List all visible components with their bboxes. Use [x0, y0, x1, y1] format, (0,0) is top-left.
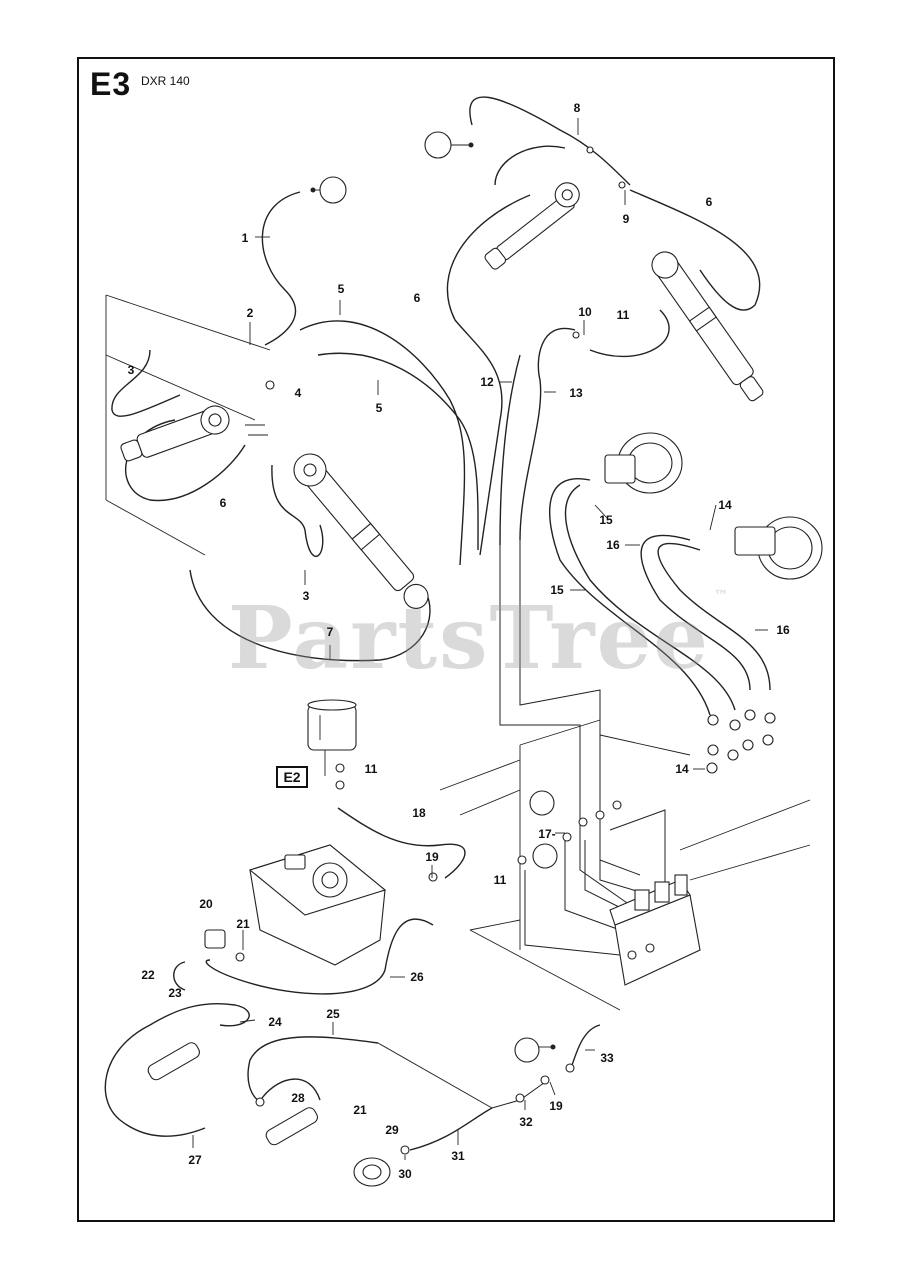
- callout-21[interactable]: 21: [353, 1103, 367, 1117]
- components: [120, 118, 823, 1187]
- callout-19[interactable]: 19: [549, 1099, 563, 1113]
- callout-17[interactable]: 17-: [538, 827, 556, 841]
- callout-27[interactable]: 27: [188, 1153, 202, 1167]
- reference-circles: [310, 131, 558, 1063]
- callout-8[interactable]: 8: [573, 101, 581, 115]
- callout-16[interactable]: 16: [606, 538, 620, 552]
- callout-11[interactable]: 11: [616, 308, 630, 322]
- callout-3[interactable]: 3: [302, 589, 310, 603]
- callout-31[interactable]: 31: [451, 1149, 465, 1163]
- callout-16[interactable]: 16: [776, 623, 790, 637]
- callout-20[interactable]: 20: [199, 897, 213, 911]
- callout-18[interactable]: 18: [412, 806, 426, 820]
- callout-6[interactable]: 6: [219, 496, 227, 510]
- callout-30[interactable]: 30: [398, 1167, 412, 1181]
- callout-33[interactable]: 33: [600, 1051, 614, 1065]
- callout-28[interactable]: 28: [291, 1091, 305, 1105]
- callout-23[interactable]: 23: [168, 986, 182, 1000]
- callout-15[interactable]: 15: [599, 513, 613, 527]
- callout-19[interactable]: 19: [425, 850, 439, 864]
- model-label: DXR 140: [141, 74, 190, 88]
- callout-7[interactable]: 7: [326, 625, 334, 639]
- callout-22[interactable]: 22: [141, 968, 155, 982]
- callout-4[interactable]: 4: [294, 386, 302, 400]
- drawing-frame: [77, 57, 835, 1222]
- callout-21[interactable]: 21: [236, 917, 250, 931]
- callout-11[interactable]: 11: [493, 873, 507, 887]
- callout-29[interactable]: 29: [385, 1123, 399, 1137]
- callout-2[interactable]: 2: [246, 306, 254, 320]
- callout-5[interactable]: 5: [337, 282, 345, 296]
- callout-24[interactable]: 24: [268, 1015, 282, 1029]
- callout-3[interactable]: 3: [127, 363, 135, 377]
- callout-6[interactable]: 6: [705, 195, 713, 209]
- callout-32[interactable]: 32: [519, 1115, 533, 1129]
- callout-12[interactable]: 12: [480, 375, 494, 389]
- reference-lines: [105, 294, 811, 1011]
- section-code: E3: [90, 66, 132, 102]
- callout-5[interactable]: 5: [375, 401, 383, 415]
- reference-box-e2[interactable]: E2: [276, 766, 308, 788]
- callout-11[interactable]: 11: [364, 762, 378, 776]
- callout-25[interactable]: 25: [326, 1007, 340, 1021]
- callout-10[interactable]: 10: [578, 305, 592, 319]
- callout-14[interactable]: 14: [675, 762, 689, 776]
- callout-1[interactable]: 1: [241, 231, 249, 245]
- callout-13[interactable]: 13: [569, 386, 583, 400]
- callout-9[interactable]: 9: [622, 212, 630, 226]
- callout-6[interactable]: 6: [413, 291, 421, 305]
- callout-14[interactable]: 14: [718, 498, 732, 512]
- callout-26[interactable]: 26: [410, 970, 424, 984]
- callout-15[interactable]: 15: [550, 583, 564, 597]
